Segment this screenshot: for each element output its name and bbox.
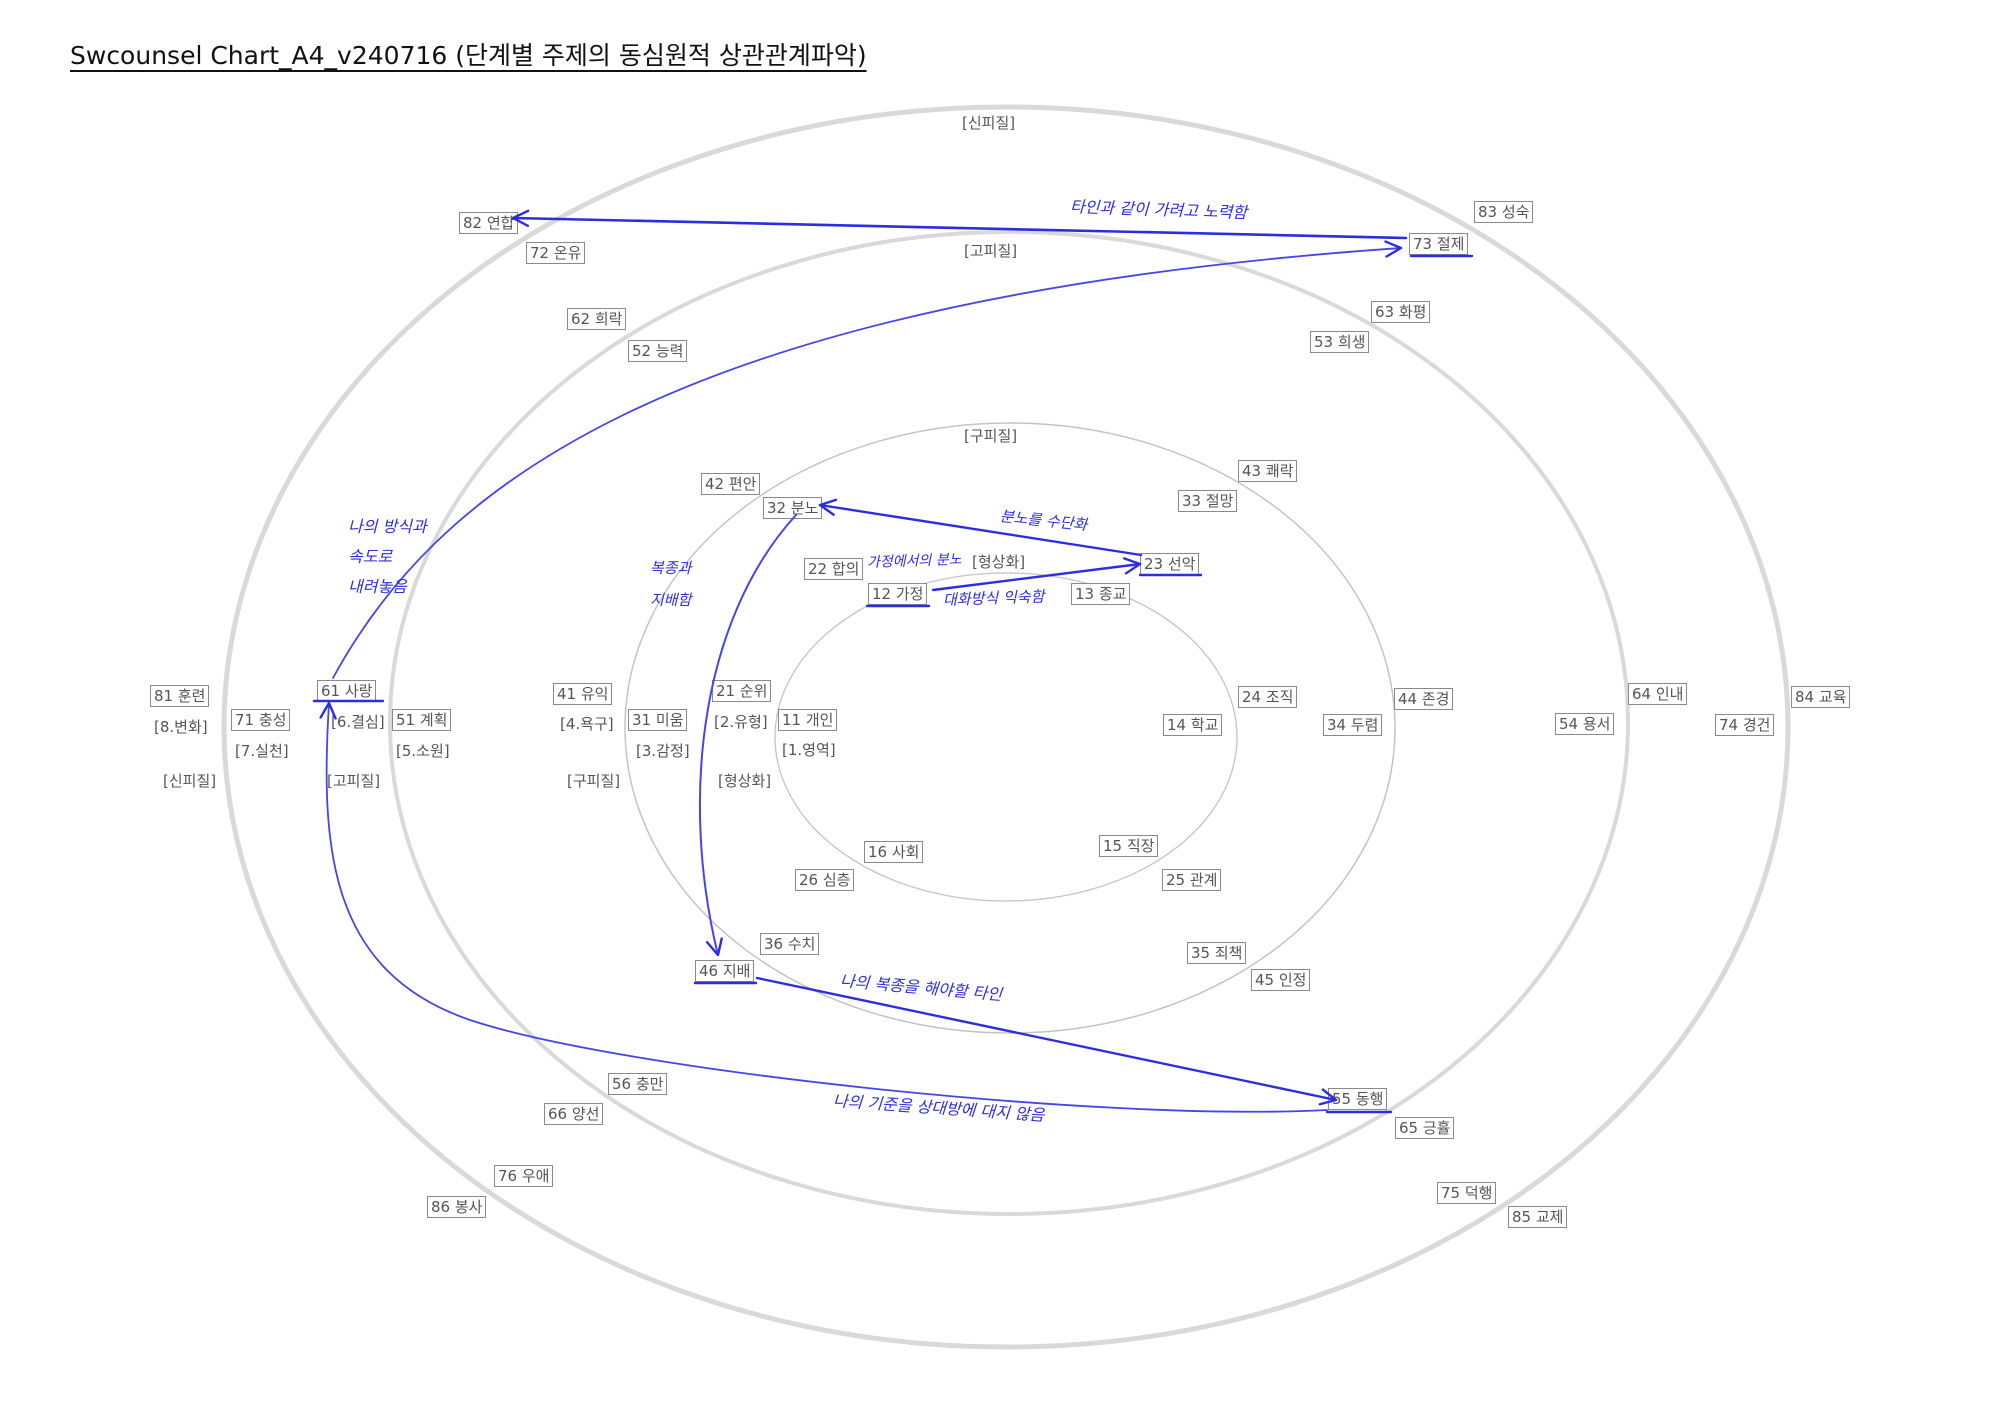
topic-box-53: 53 희생 [1310,331,1370,353]
layer-label-paleocortex-top: [고피질] [964,241,1018,261]
stage-label-3: [3.감정] [636,741,690,761]
topic-box-21: 21 순위 [712,680,772,702]
annotation-submit-dominate: 복종과 지배함 [650,559,692,609]
topic-box-13: 13 종교 [1071,583,1131,605]
topic-box-66: 66 양선 [544,1103,604,1125]
stage-label-7: [7.실천] [235,741,289,761]
topic-box-56: 56 충만 [608,1073,668,1095]
topic-box-62: 62 희락 [567,308,627,330]
topic-box-15: 15 직장 [1099,835,1159,857]
topic-box-34: 34 두렴 [1323,714,1383,736]
topic-box-64: 64 인내 [1628,683,1688,705]
topic-box-12: 12 가정 [868,583,928,605]
topic-box-33: 33 절망 [1178,490,1238,512]
topic-box-45: 45 인정 [1251,969,1311,991]
topic-box-72: 72 온유 [526,242,586,264]
topic-box-76: 76 우애 [494,1165,554,1187]
topic-box-24: 24 조직 [1238,686,1298,708]
layer-label-neocortex-top: [신피질] [962,113,1016,133]
stage-label-8: [8.변화] [154,717,208,737]
topic-box-51: 51 계획 [392,709,452,731]
topic-box-81: 81 훈련 [150,685,210,707]
stage-label-4: [4.욕구] [560,714,614,734]
page-title: Swcounsel Chart_A4_v240716 (단계별 주제의 동심원적… [70,41,867,70]
topic-box-41: 41 유익 [553,683,613,705]
topic-box-43: 43 쾌락 [1238,460,1298,482]
annotation-anger-at-home: 가정에서의 분노 [866,551,962,571]
topic-box-73: 73 절제 [1409,233,1469,255]
topic-box-63: 63 화평 [1371,301,1431,323]
stage-label-5: [5.소원] [396,741,450,761]
ring-neocortex [221,104,1791,1350]
topic-box-22: 22 합의 [804,558,864,580]
topic-box-32: 32 분노 [763,497,823,519]
topic-box-35: 35 죄책 [1187,942,1247,964]
topic-box-44: 44 존경 [1394,688,1454,710]
topic-box-71: 71 충성 [231,709,291,731]
topic-box-84: 84 교육 [1791,686,1851,708]
topic-box-14: 14 학교 [1163,714,1223,736]
topic-box-31: 31 미움 [628,709,688,731]
stage-label-6: [6.결심] [331,712,385,732]
topic-box-61: 61 사랑 [317,680,377,702]
topic-box-36: 36 수치 [760,933,820,955]
topic-box-25: 25 관계 [1162,869,1222,891]
stage-label-1: [1.영역] [782,740,836,760]
layer-label-formation-row: [형상화] [718,771,772,791]
layer-label-paleocortex-row: [고피질] [327,771,381,791]
topic-box-26: 26 심층 [795,869,855,891]
topic-box-86: 86 봉사 [427,1196,487,1218]
topic-box-82: 82 연합 [459,212,519,234]
stage-label-2: [2.유형] [714,712,768,732]
annotation-talk-habit: 대화방식 익숙함 [942,587,1045,609]
topic-box-85: 85 교제 [1508,1206,1568,1228]
topic-box-74: 74 경건 [1715,714,1775,736]
topic-box-42: 42 편안 [701,473,761,495]
layer-label-neocortex-row: [신피질] [163,771,217,791]
layer-label-archicortex-row: [구피질] [567,771,621,791]
layer-label-formation-top: [형상화] [972,552,1026,572]
layer-label-archicortex-top: [구피질] [964,426,1018,446]
topic-box-54: 54 용서 [1555,713,1615,735]
topic-box-65: 65 긍휼 [1395,1117,1455,1139]
topic-box-16: 16 사회 [864,841,924,863]
ring-formation [774,572,1238,902]
topic-box-75: 75 덕행 [1437,1182,1497,1204]
topic-box-52: 52 능력 [628,340,688,362]
annotation-my-pace: 나의 방식과 속도로 내려놓음 [348,517,427,596]
topic-box-55: 55 동행 [1328,1088,1388,1110]
topic-box-23: 23 선악 [1140,553,1200,575]
topic-box-46: 46 지배 [695,960,755,982]
topic-box-11: 11 개인 [778,709,838,731]
topic-box-83: 83 성숙 [1474,201,1534,223]
